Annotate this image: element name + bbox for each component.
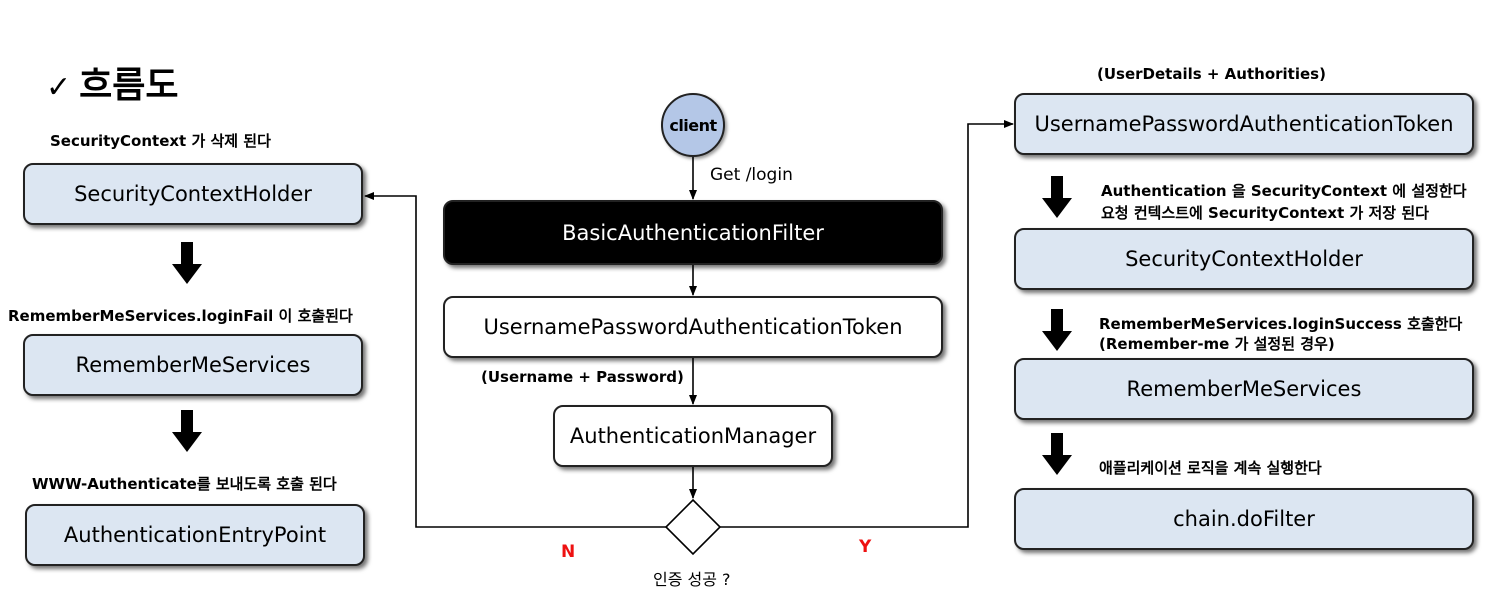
- left-security-context-holder-box: SecurityContextHolder: [23, 163, 363, 225]
- chain-do-filter-box: chain.doFilter: [1014, 488, 1474, 550]
- thick-arrow-right-2: [1042, 309, 1072, 351]
- authentication-entry-point-box: AuthenticationEntryPoint: [25, 504, 365, 566]
- yes-branch-label: Y: [859, 537, 872, 557]
- page-title: ✓흐름도: [46, 56, 179, 108]
- basic-authentication-filter-box: BasicAuthenticationFilter: [443, 200, 943, 265]
- right-security-context-holder-box: SecurityContextHolder: [1014, 228, 1474, 290]
- thick-arrow-left-1: [172, 242, 202, 284]
- thick-arrow-right-1: [1042, 176, 1072, 218]
- decision-label: 인증 성공 ?: [653, 570, 731, 589]
- check-icon: ✓: [46, 70, 72, 105]
- left-note-login-fail: RememberMeServices.loginFail 이 호출된다: [8, 307, 353, 325]
- right-remember-me-services-box: RememberMeServices: [1014, 358, 1474, 420]
- left-remember-me-services-box: RememberMeServices: [23, 334, 363, 396]
- center-token-box: UsernamePasswordAuthenticationToken: [443, 296, 943, 358]
- left-note-www-authenticate: WWW-Authenticate를 보내도록 호출 된다: [32, 475, 337, 493]
- arrow-yes-branch: [720, 120, 1014, 528]
- thick-arrow-left-2: [172, 410, 202, 452]
- client-node: client: [661, 93, 725, 157]
- right-note-set-authentication: Authentication 을 SecurityContext 에 설정한다: [1101, 182, 1467, 200]
- page-title-text: 흐름도: [79, 65, 179, 106]
- right-note-userdetails: (UserDetails + Authorities): [1097, 65, 1326, 83]
- right-note-remember-me-set: (Remember-me 가 설정된 경우): [1099, 335, 1335, 353]
- token-note: (Username + Password): [481, 368, 684, 386]
- arrow-no-branch: [364, 192, 666, 528]
- right-token-box: UsernamePasswordAuthenticationToken: [1014, 93, 1474, 155]
- left-note-context-cleared: SecurityContext 가 삭제 된다: [50, 132, 271, 150]
- decision-diamond: [664, 498, 722, 556]
- authentication-manager-box: AuthenticationManager: [553, 405, 833, 467]
- thick-arrow-right-3: [1042, 433, 1072, 475]
- no-branch-label: N: [561, 542, 576, 562]
- right-note-login-success: RememberMeServices.loginSuccess 호출한다: [1099, 315, 1463, 333]
- right-note-context-saved: 요청 컨텍스트에 SecurityContext 가 저장 된다: [1101, 204, 1429, 222]
- right-note-continue-logic: 애플리케이션 로직을 계속 실행한다: [1099, 459, 1322, 477]
- get-login-label: Get /login: [710, 165, 793, 185]
